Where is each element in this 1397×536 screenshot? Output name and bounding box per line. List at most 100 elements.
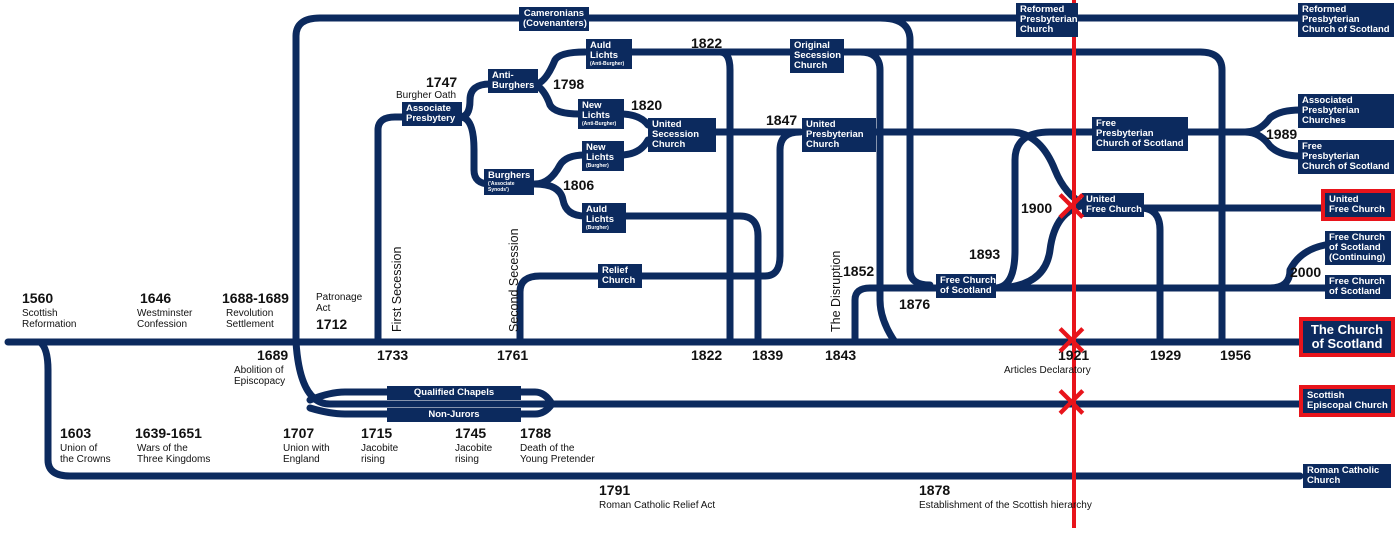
red-vertical-line — [1072, 0, 1076, 528]
label-articles: Articles Declaratory — [1004, 365, 1091, 376]
year-1929: 1929 — [1150, 347, 1182, 363]
line-auldb — [621, 212, 762, 346]
line-anti-auld-to-fc — [1196, 48, 1226, 346]
year-1893: 1893 — [969, 246, 1001, 262]
year-1715: 1715 — [361, 425, 393, 441]
year-1839: 1839 — [752, 347, 784, 363]
label-rc-relief: Roman Catholic Relief Act — [599, 500, 716, 511]
burghers-label: Burghers — [488, 170, 531, 181]
year-1798: 1798 — [553, 76, 585, 92]
label-hierarchy: Establishment of the Scottish hierarchy — [919, 500, 1092, 511]
year-1712: 1712 — [316, 316, 348, 332]
year-1688: 1688-1689 — [222, 290, 289, 306]
year-1791: 1791 — [599, 482, 631, 498]
year-1900: 1900 — [1021, 200, 1053, 216]
line-cameronians-to-fc — [876, 14, 934, 289]
box-anti-burghers[interactable]: Anti-Burghers — [488, 69, 538, 93]
line-original-secession — [836, 48, 899, 346]
line-relief-to-up — [638, 128, 804, 280]
year-1847: 1847 — [766, 112, 798, 128]
year-1707: 1707 — [283, 425, 315, 441]
line-roman-catholic — [36, 338, 1304, 480]
year-1747: 1747 — [426, 74, 458, 90]
line-disruption — [851, 284, 944, 346]
year-1733: 1733 — [377, 347, 409, 363]
year-1603: 1603 — [60, 425, 92, 441]
box-qualified-chapels[interactable]: Qualified Chapels — [387, 386, 521, 400]
label-burgher-oath: Burgher Oath — [396, 90, 457, 101]
line-second-secession — [516, 272, 604, 346]
year-1822-top: 1822 — [691, 35, 723, 51]
box-cameronians[interactable]: Cameronians(Covenanters) — [519, 7, 589, 31]
label-first-secession: First Secession — [390, 246, 404, 332]
cross-mark-united-free: ✕ — [1053, 182, 1090, 233]
line-fp2 — [1241, 128, 1304, 160]
year-1822-bottom: 1822 — [691, 347, 723, 363]
year-1560: 1560 — [22, 290, 54, 306]
line-newab-to-us — [616, 110, 652, 129]
year-1876: 1876 — [899, 296, 931, 312]
cross-mark-church-of-scotland: ✕ — [1053, 316, 1090, 367]
line-anti-to-new — [531, 80, 584, 118]
line-episcopal — [292, 338, 1304, 408]
line-newb-to-us — [616, 136, 652, 159]
year-1878: 1878 — [919, 482, 951, 498]
line-associate-to-burghers — [456, 113, 494, 188]
year-1639: 1639-1651 — [135, 425, 202, 441]
label-second-secession: Second Secession — [507, 228, 521, 332]
line-anti-to-auld — [531, 48, 589, 88]
box-non-jurors[interactable]: Non-Jurors — [387, 408, 521, 422]
new-lichts-ab-sub: (Anti-Burgher) — [582, 121, 617, 127]
auld-lichts-b-sub: (Burgher) — [586, 225, 609, 231]
year-1820: 1820 — [631, 97, 663, 113]
year-1689: 1689 — [257, 347, 289, 363]
line-fc-to-uf — [991, 201, 1089, 292]
year-1989: 1989 — [1266, 126, 1298, 142]
line-burghers-to-auld — [531, 180, 589, 220]
line-first-secession — [374, 113, 424, 346]
label-disruption: The Disruption — [829, 250, 843, 332]
year-1843: 1843 — [825, 347, 857, 363]
auld-lichts-ab-sub: (Anti-Burgher) — [590, 61, 625, 67]
year-1852: 1852 — [843, 263, 875, 279]
